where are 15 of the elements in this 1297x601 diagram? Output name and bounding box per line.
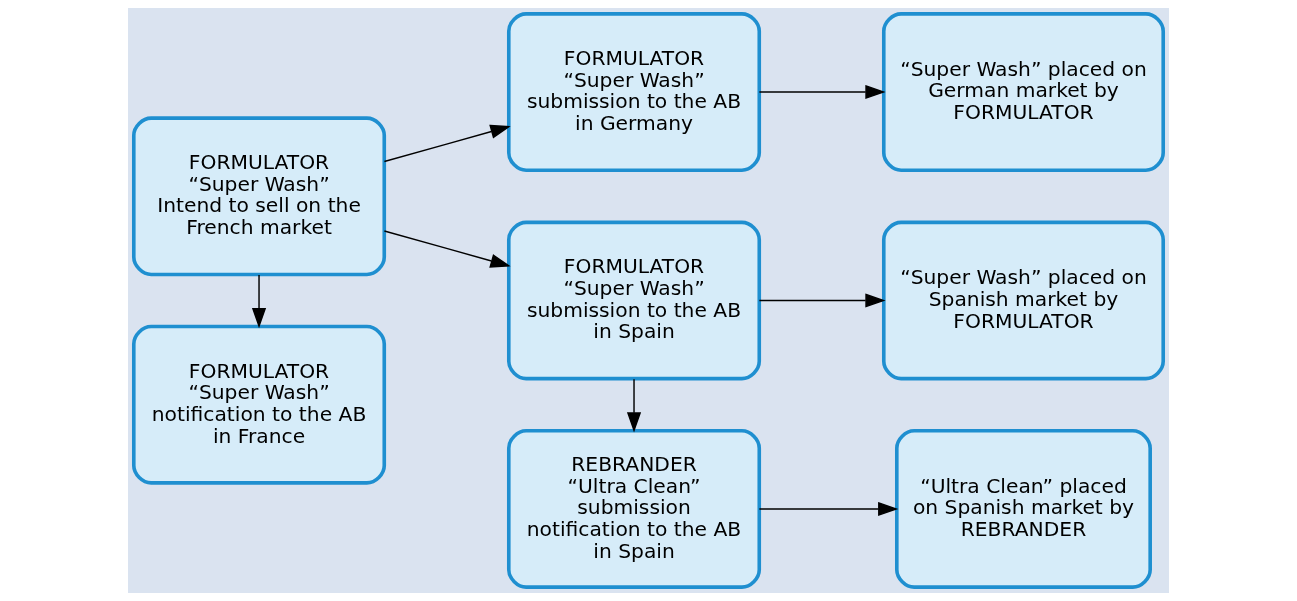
arrow (251, 274, 267, 329)
node-box: REBRANDER “Ultra Clean” submission notification to the AB in Spain (506, 429, 762, 589)
arrow (383, 230, 511, 268)
node-box: FORMULATOR “Super Wash” Intend to sell on the French market (132, 116, 387, 277)
arrow (758, 501, 899, 517)
node-box: “Super Wash” placed on German market by FORMULATOR (881, 12, 1165, 172)
arrow (758, 293, 886, 308)
node-box: “Ultra Clean” placed on Spanish market by REBRANDER (895, 429, 1152, 589)
node-box: FORMULATOR “Super Wash” submission to the AB in Germany (506, 12, 762, 172)
node-box: FORMULATOR “Super Wash” submission to the AB in Spain (506, 220, 762, 381)
arrow (383, 124, 511, 163)
arrow (626, 378, 642, 433)
node-box: FORMULATOR “Super Wash” notification to the AB in France (132, 324, 387, 485)
arrow (758, 84, 886, 100)
node-box: “Super Wash” placed on Spanish market by FORMULATOR (881, 220, 1165, 381)
